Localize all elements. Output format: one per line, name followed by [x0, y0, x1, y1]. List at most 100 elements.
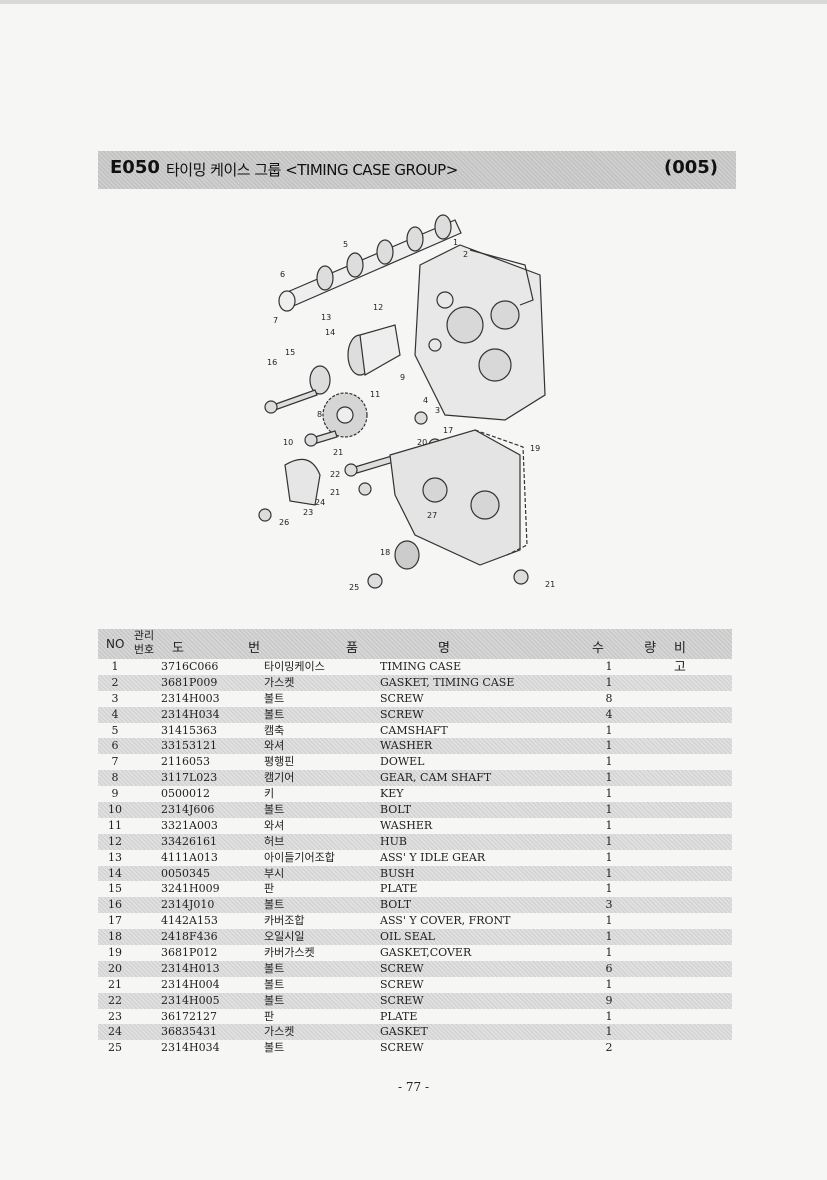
row-english-name: BUSH	[380, 866, 415, 880]
callout-label: 23	[303, 508, 313, 517]
callout-label: 4	[423, 396, 428, 405]
callout-label: 9	[400, 373, 405, 382]
row-english-name: SCREW	[380, 1041, 424, 1055]
row-korean-name: 판	[264, 1009, 275, 1023]
row-no: 24	[108, 1025, 122, 1039]
row-quantity: 1	[605, 739, 613, 753]
row-drawing-number: 4142A153	[161, 914, 218, 928]
row-drawing-number: 36172127	[161, 1009, 217, 1023]
row-drawing-number: 3321A003	[161, 818, 218, 832]
row-korean-name: 부시	[264, 866, 285, 880]
row-no: 18	[108, 930, 122, 944]
idle-gear-part	[309, 324, 401, 395]
callout-label: 18	[380, 548, 390, 557]
row-korean-name: 평행핀	[264, 755, 295, 769]
row-no: 4	[111, 707, 119, 721]
row-korean-name: 카버조합	[264, 914, 305, 928]
row-drawing-number: 2314H013	[161, 961, 220, 975]
callout-label: 17	[443, 426, 453, 435]
section-code: E050	[110, 157, 160, 178]
row-korean-name: 가스켓	[264, 1025, 295, 1039]
row-no: 2	[111, 675, 119, 689]
row-quantity: 1	[605, 755, 613, 769]
exploded-parts-diagram: 5 6 7 1 2 12 13 14 15 16 9 11 4 3 8 10 2…	[258, 214, 555, 592]
row-drawing-number: 2314H005	[161, 993, 220, 1007]
row-korean-name: 볼트	[264, 977, 285, 991]
header-part: 품	[346, 641, 358, 656]
row-english-name: SCREW	[380, 691, 424, 705]
row-no: 7	[111, 755, 119, 769]
row-no: 12	[108, 834, 122, 848]
row-no: 5	[111, 723, 119, 737]
row-english-name: BOLT	[380, 898, 412, 912]
row-english-name: ASS' Y IDLE GEAR	[380, 850, 486, 864]
row-english-name: PLATE	[380, 1009, 418, 1023]
row-english-name: BOLT	[380, 803, 412, 817]
row-quantity: 1	[605, 1025, 613, 1039]
row-no: 6	[111, 739, 119, 753]
row-quantity: 1	[605, 818, 613, 832]
row-quantity: 1	[605, 866, 613, 880]
row-no: 21	[108, 977, 122, 991]
row-english-name: HUB	[380, 834, 407, 848]
row-quantity: 1	[605, 850, 613, 864]
row-english-name: SCREW	[380, 977, 424, 991]
row-quantity: 1	[605, 914, 613, 928]
callout-label: 19	[530, 444, 540, 453]
parts-table-header: NO 관리 번호 도 번 품 명 수 량 비 고	[98, 629, 732, 675]
row-english-name: ASS' Y COVER, FRONT	[380, 914, 511, 928]
row-drawing-number: 2314H034	[161, 1041, 220, 1055]
callout-label: 10	[283, 438, 293, 447]
row-korean-name: 볼트	[264, 707, 285, 721]
camshaft-part	[284, 214, 462, 308]
washer-part	[278, 290, 296, 312]
row-quantity: 1	[605, 946, 613, 960]
header-no: NO	[106, 637, 125, 651]
row-korean-name: 캠축	[264, 723, 285, 737]
callout-label: 7	[273, 316, 278, 325]
row-drawing-number: 2314H004	[161, 977, 220, 991]
callout-label: 16	[267, 358, 277, 367]
row-quantity: 1	[605, 723, 613, 737]
callout-label: 5	[343, 240, 348, 249]
row-english-name: SCREW	[380, 961, 424, 975]
row-english-name: OIL SEAL	[380, 930, 435, 944]
row-korean-name: 와셔	[264, 818, 285, 832]
row-korean-name: 아이들기어조합	[264, 850, 335, 864]
section-number: (005)	[663, 157, 718, 178]
row-korean-name: 볼트	[264, 691, 285, 705]
row-korean-name: 오일시일	[264, 930, 305, 944]
row-no: 8	[111, 771, 119, 785]
row-drawing-number: 3681P012	[161, 946, 218, 960]
row-drawing-number: 2418F436	[161, 930, 218, 944]
row-english-name: GASKET,COVER	[380, 946, 472, 960]
row-english-name: PLATE	[380, 882, 418, 896]
row-english-name: WASHER	[380, 818, 433, 832]
row-no: 15	[108, 882, 122, 896]
header-name: 명	[438, 641, 450, 656]
row-drawing-number: 31415363	[161, 723, 217, 737]
row-no: 1	[111, 660, 119, 673]
timing-case-part	[414, 244, 546, 421]
row-korean-name: 볼트	[264, 961, 285, 975]
callout-label: 2	[463, 250, 468, 259]
callout-label: 15	[285, 348, 295, 357]
row-drawing-number: 2314J010	[161, 898, 215, 912]
row-no: 23	[108, 1009, 122, 1023]
row-no: 25	[108, 1041, 122, 1055]
row-korean-name: 가스켓	[264, 675, 295, 689]
front-cover-part	[389, 429, 521, 566]
